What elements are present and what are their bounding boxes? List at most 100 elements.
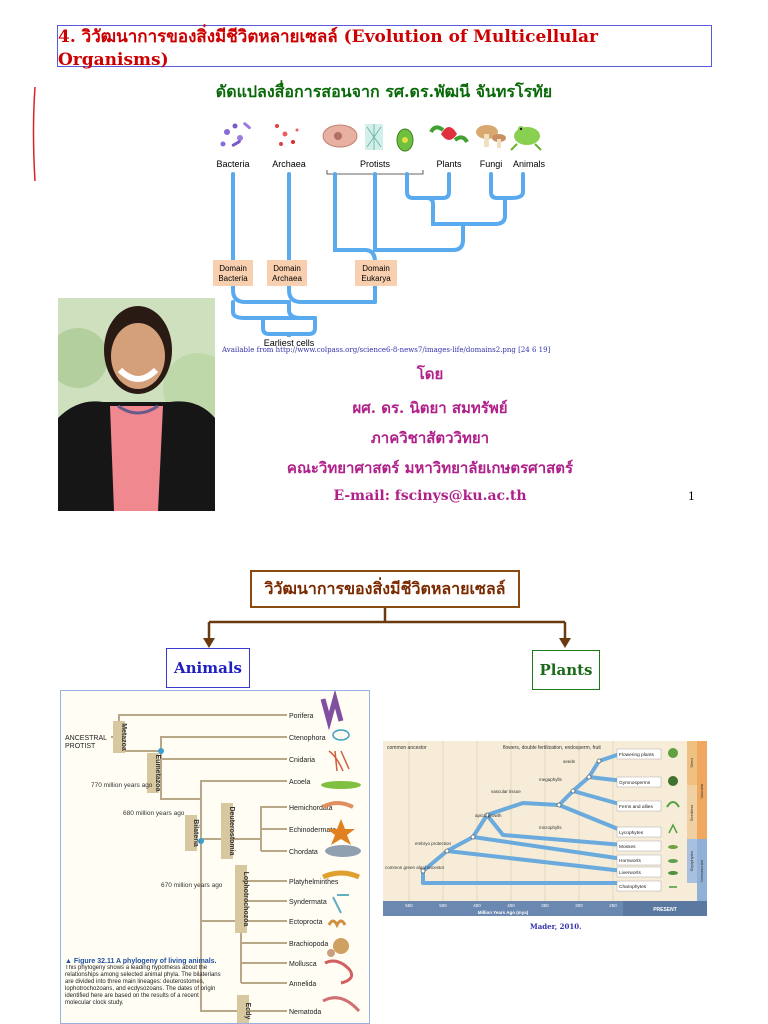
taxon-label: Ctenophora [289, 735, 326, 742]
clade-label: Metazoa [120, 723, 127, 751]
slide2-heading: วิวัฒนาการของสิ่งมีชีวิตหลายเซลล์ [264, 578, 506, 598]
group-label: Bacteria [216, 159, 249, 169]
axis-tick: 450 [473, 903, 481, 908]
taxon-label: Platyhelminthes [289, 879, 339, 886]
taxon-label: Annelida [289, 981, 316, 988]
group-label: Protists [360, 159, 391, 169]
axis-tick: 300 [575, 903, 583, 908]
taxon-label: Hemichordata [289, 805, 333, 812]
author-photo [58, 298, 215, 511]
axis-tick: 250 [609, 903, 617, 908]
taxon-label: Nematoda [289, 1009, 321, 1016]
trait-label: microphylls [539, 825, 562, 830]
domain-label: Domain [219, 264, 247, 273]
trait-label: megaphylls [539, 777, 563, 782]
plants-label: Plants [539, 661, 593, 679]
archaea-icon [275, 124, 299, 146]
domain-label: Domain [362, 264, 390, 273]
plant-group-label: Lycophytes [619, 830, 644, 836]
figure-caption-body: This phylogeny shows a leading hypothesi… [65, 965, 221, 1006]
animal-phylogeny-figure: Metazoa Eumetazoa Bilateria Deuterostomi… [60, 690, 370, 1024]
plant-illustrations-icon [666, 748, 680, 888]
plant-group-label: Flowering plants [619, 752, 655, 758]
taxon-label: Brachiopoda [289, 941, 328, 948]
taxon-label: Echinodermata [289, 827, 336, 834]
plant-group-label: Ferns and allies [619, 804, 653, 810]
plant-group-label: Gymnosperms [619, 780, 651, 786]
axis-label: Million Years Ago (mya) [478, 910, 529, 915]
axis-tick: 350 [541, 903, 549, 908]
trait-label: apical growth [475, 813, 502, 818]
animals-box: Animals [166, 648, 250, 688]
plants-box: Plants [532, 650, 600, 690]
ancestor-label: ANCESTRAL [65, 735, 107, 742]
animals-icon [510, 126, 542, 151]
ancestor-label: PROTIST [65, 743, 96, 750]
animals-label: Animals [174, 659, 242, 677]
department: ภาควิชาสัตววิทยา [370, 429, 490, 447]
domain-label: Eukarya [361, 274, 391, 283]
ancestor-label: common green algal ancestor [385, 865, 445, 870]
slide1-subtitle: ดัดแปลงสื่อการสอนจาก รศ.ดร.พัฒนี จันทรโร… [215, 82, 553, 101]
root-label: Earliest cells [264, 338, 315, 348]
clade-label: Deuterostomia [228, 806, 235, 855]
branch-arrows [203, 608, 571, 648]
clade-label: Ecdy [244, 1003, 251, 1020]
red-ink-mark [32, 86, 36, 182]
clade-label: Lophotrochozoa [242, 872, 249, 927]
taxon-label: Porifera [289, 713, 314, 720]
plant-group-label: Charophytes [619, 884, 647, 890]
taxon-label: Chordata [289, 849, 318, 856]
taxon-label: Cnidaria [289, 757, 315, 764]
side-label: Seed [689, 758, 694, 767]
animal-illustrations-icon [320, 691, 361, 1013]
axis-tick: 400 [507, 903, 515, 908]
trait-label: flowers, double fertilization, endosperm… [503, 745, 601, 751]
domain-label: Archaea [272, 274, 302, 283]
group-label: Fungi [480, 159, 503, 169]
axis-tick: 500 [439, 903, 447, 908]
taxon-label: Acoela [289, 779, 311, 786]
slide2-heading-box: วิวัฒนาการของสิ่งมีชีวิตหลายเซลล์ [250, 570, 520, 608]
plants-icon [429, 125, 469, 144]
taxon-label: Syndermata [289, 899, 327, 906]
plant-figure-credit: Mader, 2010. [530, 922, 582, 931]
side-label: Nonvascular [699, 859, 704, 882]
bacteria-icon [220, 122, 251, 147]
trait-label: vascular tissue [491, 789, 521, 794]
time-label: 680 million years ago [123, 810, 185, 817]
tree-of-life-diagram: Bacteria Archaea Protists Plants Fungi A… [205, 112, 546, 352]
faculty: คณะวิทยาศาสตร์ มหาวิทยาลัยเกษตรศาสตร์ [286, 459, 574, 477]
side-label: Bryophytes [689, 851, 694, 871]
group-label: Plants [436, 159, 462, 169]
plant-group-label: Liverworts [619, 870, 641, 876]
fungi-icon [476, 125, 506, 148]
trait-label: embryo protection [415, 841, 452, 846]
taxon-label: Mollusca [289, 961, 317, 968]
slide1-title: 4. วิวัฒนาการของสิ่งมีชีวิตหลายเซลล์ (Ev… [58, 26, 598, 70]
side-label: Vascular [699, 783, 704, 799]
group-label: Archaea [272, 159, 306, 169]
taxon-label: Ectoprocta [289, 919, 323, 926]
time-label: 670 million years ago [161, 882, 223, 889]
clade-label: Bilateria [192, 819, 199, 847]
page-number: 1 [688, 490, 695, 503]
trait-label: seeds [563, 759, 576, 764]
domain-label: Domain [273, 264, 301, 273]
plant-group-label: Hornworts [619, 858, 641, 864]
by-label: โดย [416, 365, 444, 383]
present-label: PRESENT [653, 907, 677, 913]
protists-icon [322, 124, 414, 152]
axis-tick: 550 [405, 903, 413, 908]
image-credit: Available from http://www.colpass.org/sc… [222, 346, 551, 354]
email[interactable]: E-mail: fscinys@ku.ac.th [333, 488, 527, 504]
time-label: 770 million years ago [91, 782, 153, 789]
figure-caption-head: ▲ Figure 32.11 A phylogeny of living ani… [65, 958, 217, 965]
slide1-title-box: 4. วิวัฒนาการของสิ่งมีชีวิตหลายเซลล์ (Ev… [57, 25, 712, 70]
legend-label: common ancestor [387, 745, 427, 751]
author-name: ผศ. ดร. นิตยา สมทรัพย์ [352, 399, 508, 417]
domain-label: Bacteria [218, 274, 248, 283]
plant-phylogeny-figure: common ancestor flowers, double fertiliz… [383, 741, 707, 916]
clade-label: Eumetazoa [154, 755, 161, 792]
group-label: Animals [513, 159, 545, 169]
